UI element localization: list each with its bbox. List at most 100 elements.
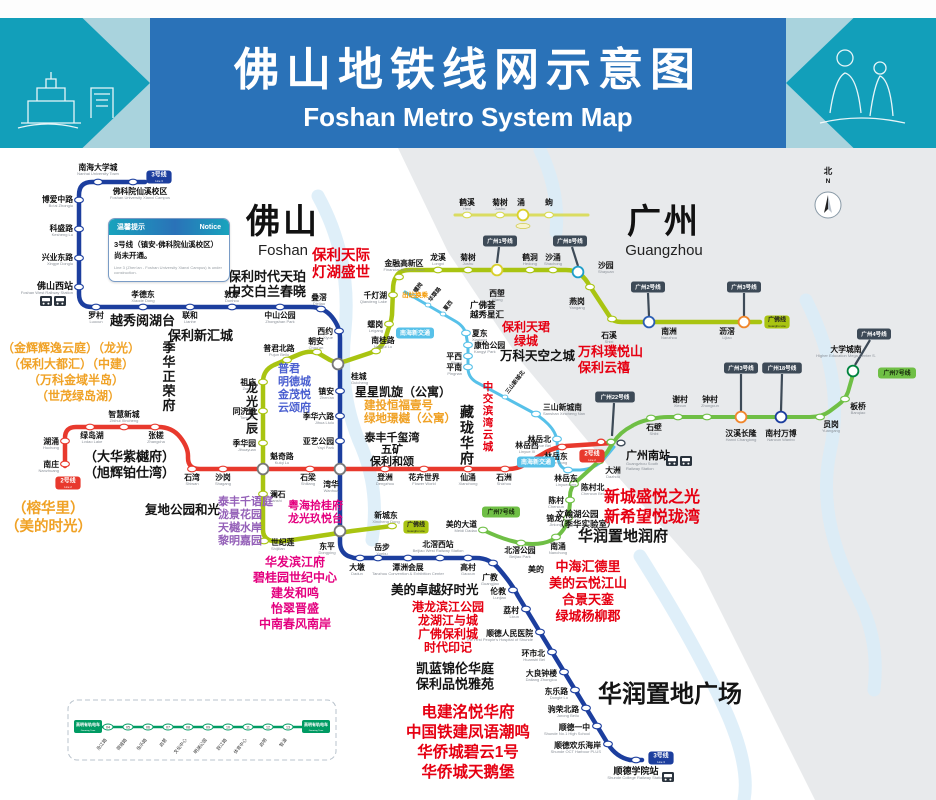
station-marker[interactable] bbox=[403, 554, 413, 562]
station-marker[interactable] bbox=[409, 293, 417, 299]
station-marker[interactable] bbox=[495, 211, 505, 219]
station-marker[interactable] bbox=[259, 537, 269, 545]
station-marker[interactable] bbox=[91, 303, 101, 311]
station-marker-interchange[interactable] bbox=[734, 410, 748, 424]
tram-station-marker[interactable] bbox=[282, 723, 294, 731]
station-marker[interactable] bbox=[570, 686, 580, 694]
station-marker[interactable] bbox=[525, 266, 535, 274]
station-marker-interchange[interactable] bbox=[516, 208, 530, 222]
station-marker[interactable] bbox=[563, 466, 573, 474]
station-marker[interactable] bbox=[581, 704, 591, 712]
station-marker[interactable] bbox=[559, 668, 569, 676]
station-marker[interactable] bbox=[592, 722, 602, 730]
station-marker[interactable] bbox=[433, 266, 443, 274]
station-marker[interactable] bbox=[424, 302, 432, 308]
tram-station-marker[interactable] bbox=[222, 723, 234, 731]
station-marker[interactable] bbox=[569, 480, 579, 488]
tram-station-marker[interactable] bbox=[202, 723, 214, 731]
station-marker[interactable] bbox=[461, 329, 471, 337]
station-marker[interactable] bbox=[85, 423, 95, 431]
station-marker[interactable] bbox=[218, 465, 228, 473]
station-marker[interactable] bbox=[585, 283, 595, 291]
station-marker[interactable] bbox=[535, 628, 545, 636]
station-marker[interactable] bbox=[435, 554, 445, 562]
station-marker[interactable] bbox=[557, 443, 567, 451]
station-marker-interchange[interactable] bbox=[331, 357, 345, 371]
station-marker[interactable] bbox=[463, 554, 473, 562]
station-marker[interactable] bbox=[603, 740, 613, 748]
station-marker[interactable] bbox=[463, 266, 473, 274]
station-marker-hub[interactable] bbox=[616, 439, 626, 447]
station-marker-interchange[interactable] bbox=[846, 364, 860, 378]
station-marker[interactable] bbox=[312, 348, 322, 356]
tram-station-marker[interactable] bbox=[262, 723, 274, 731]
station-marker[interactable] bbox=[547, 648, 557, 656]
station-marker[interactable] bbox=[646, 414, 656, 422]
station-marker[interactable] bbox=[371, 347, 381, 355]
tram-station-marker[interactable] bbox=[162, 723, 174, 731]
tram-station-marker[interactable] bbox=[182, 723, 194, 731]
station-marker[interactable] bbox=[275, 303, 285, 311]
station-marker[interactable] bbox=[463, 465, 473, 473]
station-marker[interactable] bbox=[258, 407, 268, 415]
station-marker[interactable] bbox=[508, 586, 518, 594]
station-marker[interactable] bbox=[380, 465, 390, 473]
station-marker[interactable] bbox=[702, 413, 712, 421]
station-marker[interactable] bbox=[388, 291, 398, 299]
station-marker[interactable] bbox=[227, 303, 237, 311]
station-marker-interchange[interactable] bbox=[642, 315, 656, 329]
station-marker[interactable] bbox=[463, 341, 473, 349]
station-marker[interactable] bbox=[305, 465, 315, 473]
station-marker[interactable] bbox=[607, 315, 617, 323]
station-marker[interactable] bbox=[462, 211, 472, 219]
station-marker[interactable] bbox=[74, 196, 84, 204]
station-marker[interactable] bbox=[355, 554, 365, 562]
station-marker[interactable] bbox=[488, 559, 498, 567]
station-marker[interactable] bbox=[631, 756, 641, 764]
tram-station-marker[interactable] bbox=[122, 723, 134, 731]
station-marker[interactable] bbox=[815, 413, 825, 421]
station-marker[interactable] bbox=[60, 460, 70, 468]
station-marker-interchange[interactable] bbox=[571, 265, 585, 279]
station-marker[interactable] bbox=[185, 303, 195, 311]
station-marker-interchange[interactable] bbox=[737, 315, 751, 329]
station-marker[interactable] bbox=[316, 305, 326, 313]
station-marker[interactable] bbox=[258, 378, 268, 386]
station-marker[interactable] bbox=[74, 283, 84, 291]
station-marker-hub[interactable] bbox=[606, 438, 616, 446]
station-marker[interactable] bbox=[463, 363, 473, 371]
station-marker[interactable] bbox=[516, 539, 526, 547]
station-marker[interactable] bbox=[128, 178, 138, 186]
station-marker[interactable] bbox=[282, 356, 292, 364]
station-marker[interactable] bbox=[384, 320, 394, 328]
station-marker[interactable] bbox=[501, 394, 509, 400]
station-marker[interactable] bbox=[840, 395, 850, 403]
station-marker-interchange[interactable] bbox=[333, 462, 347, 476]
station-marker[interactable] bbox=[478, 526, 488, 534]
station-marker[interactable] bbox=[60, 437, 70, 445]
station-marker-interchange[interactable] bbox=[333, 524, 347, 538]
station-marker[interactable] bbox=[548, 266, 558, 274]
station-marker[interactable] bbox=[334, 327, 344, 335]
station-marker[interactable] bbox=[552, 435, 562, 443]
tram-station-marker[interactable] bbox=[142, 723, 154, 731]
tram-station-marker[interactable] bbox=[102, 723, 114, 731]
station-marker[interactable] bbox=[565, 496, 575, 504]
station-marker[interactable] bbox=[187, 465, 197, 473]
station-marker[interactable] bbox=[531, 410, 541, 418]
station-marker[interactable] bbox=[258, 490, 268, 498]
station-marker[interactable] bbox=[521, 605, 531, 613]
station-marker[interactable] bbox=[551, 533, 561, 541]
station-marker[interactable] bbox=[335, 412, 345, 420]
station-marker[interactable] bbox=[544, 211, 554, 219]
station-marker[interactable] bbox=[335, 437, 345, 445]
station-marker-interchange[interactable] bbox=[490, 263, 504, 277]
station-marker[interactable] bbox=[119, 423, 129, 431]
station-marker[interactable] bbox=[563, 514, 573, 522]
station-marker[interactable] bbox=[394, 273, 404, 281]
station-marker-interchange[interactable] bbox=[256, 462, 270, 476]
station-marker[interactable] bbox=[258, 439, 268, 447]
station-marker[interactable] bbox=[335, 387, 345, 395]
tram-station-marker[interactable] bbox=[242, 723, 254, 731]
station-marker[interactable] bbox=[150, 423, 160, 431]
